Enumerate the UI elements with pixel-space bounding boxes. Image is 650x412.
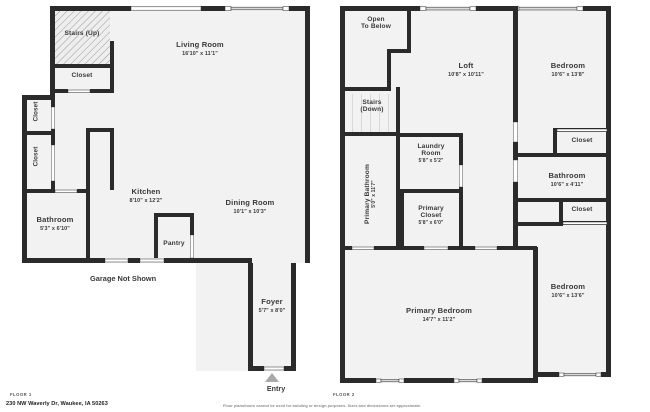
floor-2-exterior-walls: [340, 6, 611, 383]
floor-2-interior-walls: [344, 6, 611, 250]
up-arrow-icon: [265, 373, 279, 382]
floor-2-tag: FLOOR 2: [333, 392, 355, 397]
property-address: 230 NW Waverly Dr, Waukee, IA 50263: [6, 401, 108, 407]
legal-disclaimer: Floor plans/tours cannot be used for bui…: [223, 403, 422, 408]
floor-1-interior-walls: [22, 41, 194, 263]
floor-1-tag: FLOOR 1: [10, 392, 32, 397]
floor-1-room-fills: [22, 6, 310, 371]
floor-2-drawing: [340, 6, 611, 383]
floor-2-plan: Open To Below Loft 10'8" x 10'11" Bedroo…: [325, 0, 650, 412]
floor-1-exterior-walls: [22, 6, 310, 371]
stairs-up-hatch: [54, 10, 110, 64]
floor-1-drawing: [22, 6, 310, 371]
stairs-down-treads: [344, 94, 400, 134]
floor-1-plan: Stairs (Up) Living Room 16'10" x 11'1" C…: [10, 6, 310, 397]
entry-marker: Entry: [266, 384, 286, 393]
floor-2-room-fills: [340, 6, 611, 383]
